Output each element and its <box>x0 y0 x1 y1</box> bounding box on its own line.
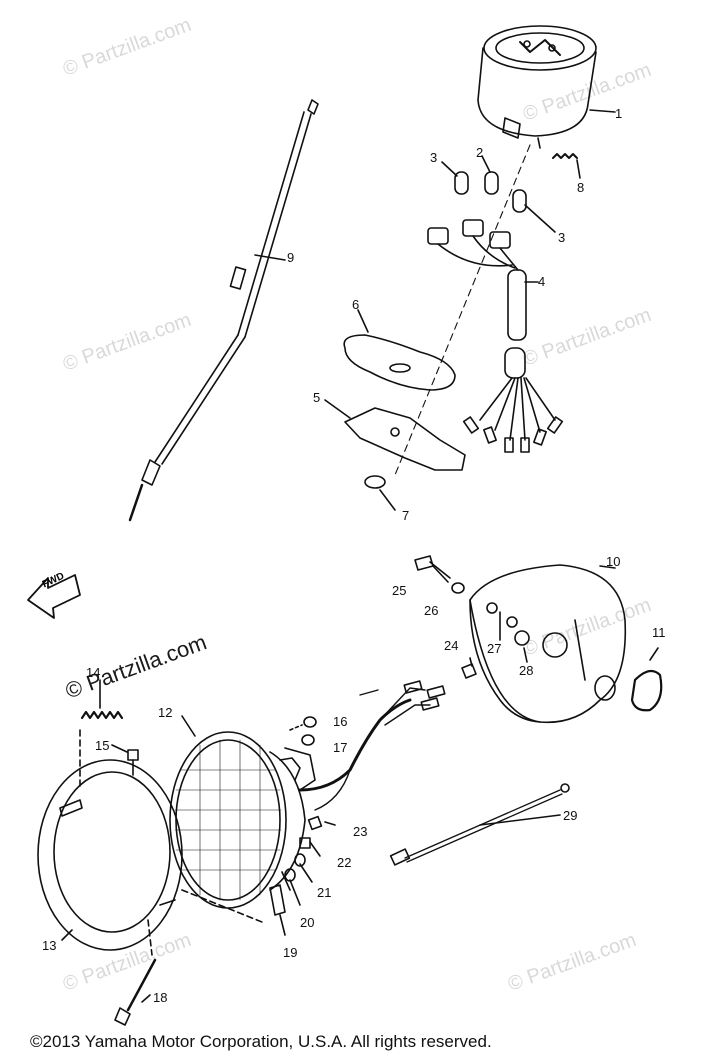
sealed-beam-part <box>169 731 316 909</box>
callout-11: 11 <box>652 625 666 640</box>
bracket-part <box>344 407 466 471</box>
harness-part <box>427 219 564 453</box>
callout-8: 8 <box>577 180 585 195</box>
callout-27: 27 <box>487 641 502 656</box>
callout-7: 7 <box>402 508 410 523</box>
callout-22: 22 <box>337 855 352 870</box>
callout-6: 6 <box>352 297 360 312</box>
callout-5: 5 <box>313 390 321 405</box>
callout-15: 15 <box>95 738 110 753</box>
callout-14: 14 <box>86 665 101 680</box>
callout-16: 16 <box>333 714 348 729</box>
bulb-part <box>454 171 469 195</box>
callout-25: 25 <box>392 583 407 598</box>
bulb-part <box>512 189 527 213</box>
callout-24: 24 <box>444 638 459 653</box>
cable-part <box>128 99 319 522</box>
callout-29: 29 <box>563 808 578 823</box>
callout-28: 28 <box>519 663 534 678</box>
callout-4: 4 <box>538 274 546 289</box>
forward-arrow-icon <box>27 574 81 619</box>
headlight-housing-part <box>469 564 627 724</box>
callout-19: 19 <box>283 945 298 960</box>
speedometer-part <box>477 25 597 149</box>
callout-1: 1 <box>615 106 623 121</box>
callout-3: 3 <box>558 230 566 245</box>
callout-26: 26 <box>424 603 439 618</box>
callout-20: 20 <box>300 915 315 930</box>
cushion-part <box>343 334 456 391</box>
rim-part <box>37 759 183 951</box>
callout-21: 21 <box>317 885 332 900</box>
copyright-notice: ©2013 Yamaha Motor Corporation, U.S.A. A… <box>30 1032 492 1051</box>
callout-9: 9 <box>287 250 295 265</box>
bulb-part <box>484 171 499 195</box>
callout-17: 17 <box>333 740 348 755</box>
callout-18: 18 <box>153 990 168 1005</box>
callout-3: 3 <box>430 150 438 165</box>
callout-10: 10 <box>606 554 621 569</box>
callout-12: 12 <box>158 705 173 720</box>
callout-2: 2 <box>476 145 484 160</box>
callout-13: 13 <box>42 938 57 953</box>
callout-23: 23 <box>353 824 368 839</box>
